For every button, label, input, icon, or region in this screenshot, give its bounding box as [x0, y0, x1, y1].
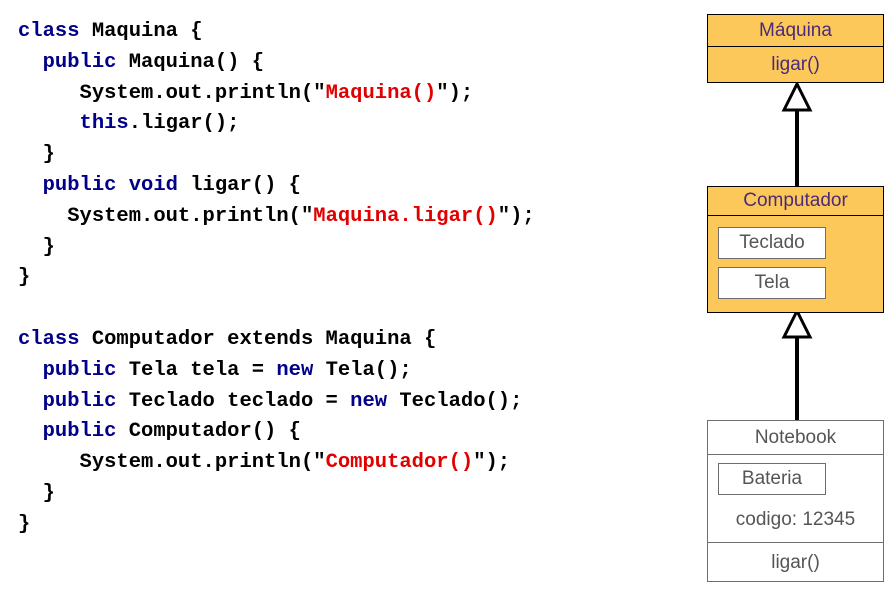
- code-keyword: void: [128, 174, 178, 197]
- code-line: }: [18, 482, 55, 505]
- code-text: System.out.println(": [67, 204, 314, 228]
- code-keyword: class: [18, 20, 80, 43]
- code-text: .ligar();: [128, 112, 240, 136]
- code-text: Tela();: [313, 358, 412, 382]
- code-text: System.out.println(": [79, 451, 326, 475]
- code-text: }: [18, 266, 31, 290]
- code-line: public Maquina() {: [18, 51, 264, 74]
- class-maquina-method: ligar(): [707, 46, 884, 83]
- code-text: Computador extends Maquina {: [79, 328, 437, 351]
- code-text: ");: [473, 451, 511, 475]
- code-keyword: new: [276, 358, 314, 382]
- code-keyword: class: [18, 328, 80, 351]
- code-keyword: this: [79, 112, 129, 136]
- code-keyword: new: [350, 389, 388, 413]
- code-line: System.out.println("Computador()");: [18, 451, 511, 475]
- code-text: Maquina() {: [116, 50, 265, 74]
- code-line: System.out.println("Maquina()");: [18, 81, 474, 105]
- code-line: public void ligar() {: [18, 174, 301, 197]
- code-text: Teclado();: [387, 389, 523, 413]
- code-text: }: [18, 512, 31, 536]
- class-computador-title: Computador: [708, 187, 883, 216]
- code-text: }: [42, 482, 55, 505]
- code-line: class Maquina {: [18, 20, 203, 43]
- attr-codigo: codigo: 12345: [735, 509, 856, 530]
- code-text: Maquina {: [79, 20, 203, 43]
- code-keyword: public: [42, 174, 117, 197]
- code-string: Maquina.ligar(): [313, 204, 498, 228]
- code-line: public Tela tela = new Tela();: [18, 359, 412, 382]
- code-string: Maquina(): [325, 81, 437, 105]
- code-text: ");: [436, 81, 474, 105]
- code-line: this.ligar();: [18, 112, 240, 136]
- code-text: Teclado teclado =: [116, 389, 351, 413]
- code-text: Computador() {: [116, 420, 301, 444]
- class-maquina-title: Máquina: [707, 14, 884, 47]
- field-bateria: Bateria: [718, 463, 826, 495]
- code-line: public Teclado teclado = new Teclado();: [18, 389, 523, 413]
- code-text: Tela tela =: [116, 358, 277, 382]
- code-text: ligar() {: [177, 174, 301, 197]
- code-text: System.out.println(": [79, 81, 326, 105]
- code-line: public Computador() {: [18, 420, 301, 443]
- class-notebook-title: Notebook: [708, 421, 883, 455]
- code-text: ");: [497, 204, 535, 228]
- class-computador: Computador Teclado Tela: [707, 186, 884, 313]
- field-tela: Tela: [718, 267, 826, 299]
- code-line: }: [18, 143, 55, 166]
- code-keyword: public: [42, 389, 117, 413]
- field-teclado: Teclado: [718, 227, 826, 259]
- code-keyword: public: [42, 358, 117, 382]
- code-line: }: [18, 236, 55, 259]
- code-line: }: [18, 513, 30, 536]
- code-keyword: public: [42, 50, 117, 74]
- arrow-head-computador: [781, 307, 813, 339]
- code-line: class Computador extends Maquina {: [18, 328, 436, 351]
- code-line: }: [18, 266, 30, 289]
- code-text: }: [42, 143, 55, 167]
- code-text: }: [42, 235, 55, 259]
- arrow-head-maquina: [781, 80, 813, 112]
- code-line: System.out.println("Maquina.ligar()");: [18, 204, 535, 228]
- class-notebook: Notebook Bateria codigo: 12345 ligar(): [707, 420, 884, 582]
- class-notebook-method: ligar(): [708, 542, 883, 582]
- code-string: Computador(): [325, 451, 474, 475]
- code-keyword: public: [42, 420, 117, 444]
